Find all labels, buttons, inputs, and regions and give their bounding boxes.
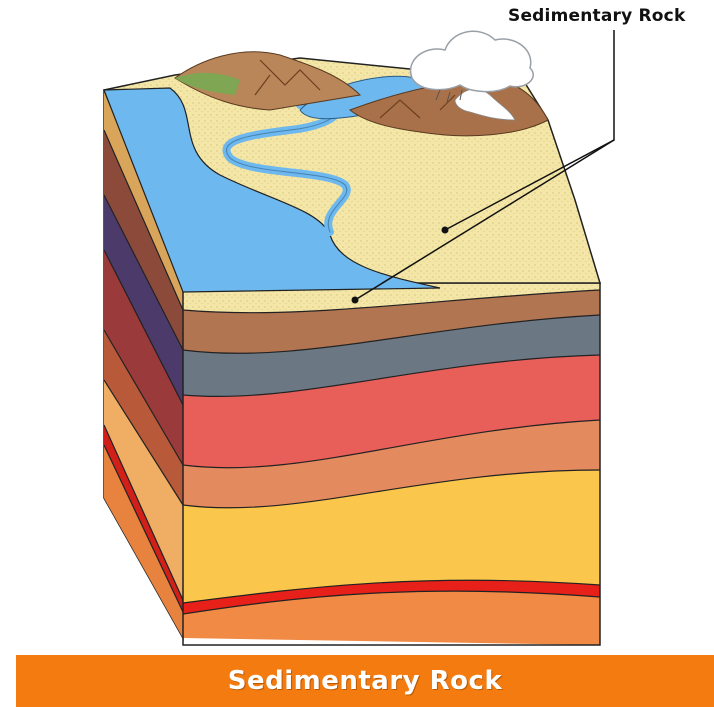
banner-title: Sedimentary Rock [228,666,503,696]
front-face-layers [183,283,600,645]
callout-dot-upper [442,227,449,234]
title-banner: Sedimentary Rock [16,655,714,707]
callout-dot-lower [352,297,359,304]
callout-label: Sedimentary Rock [508,6,708,26]
